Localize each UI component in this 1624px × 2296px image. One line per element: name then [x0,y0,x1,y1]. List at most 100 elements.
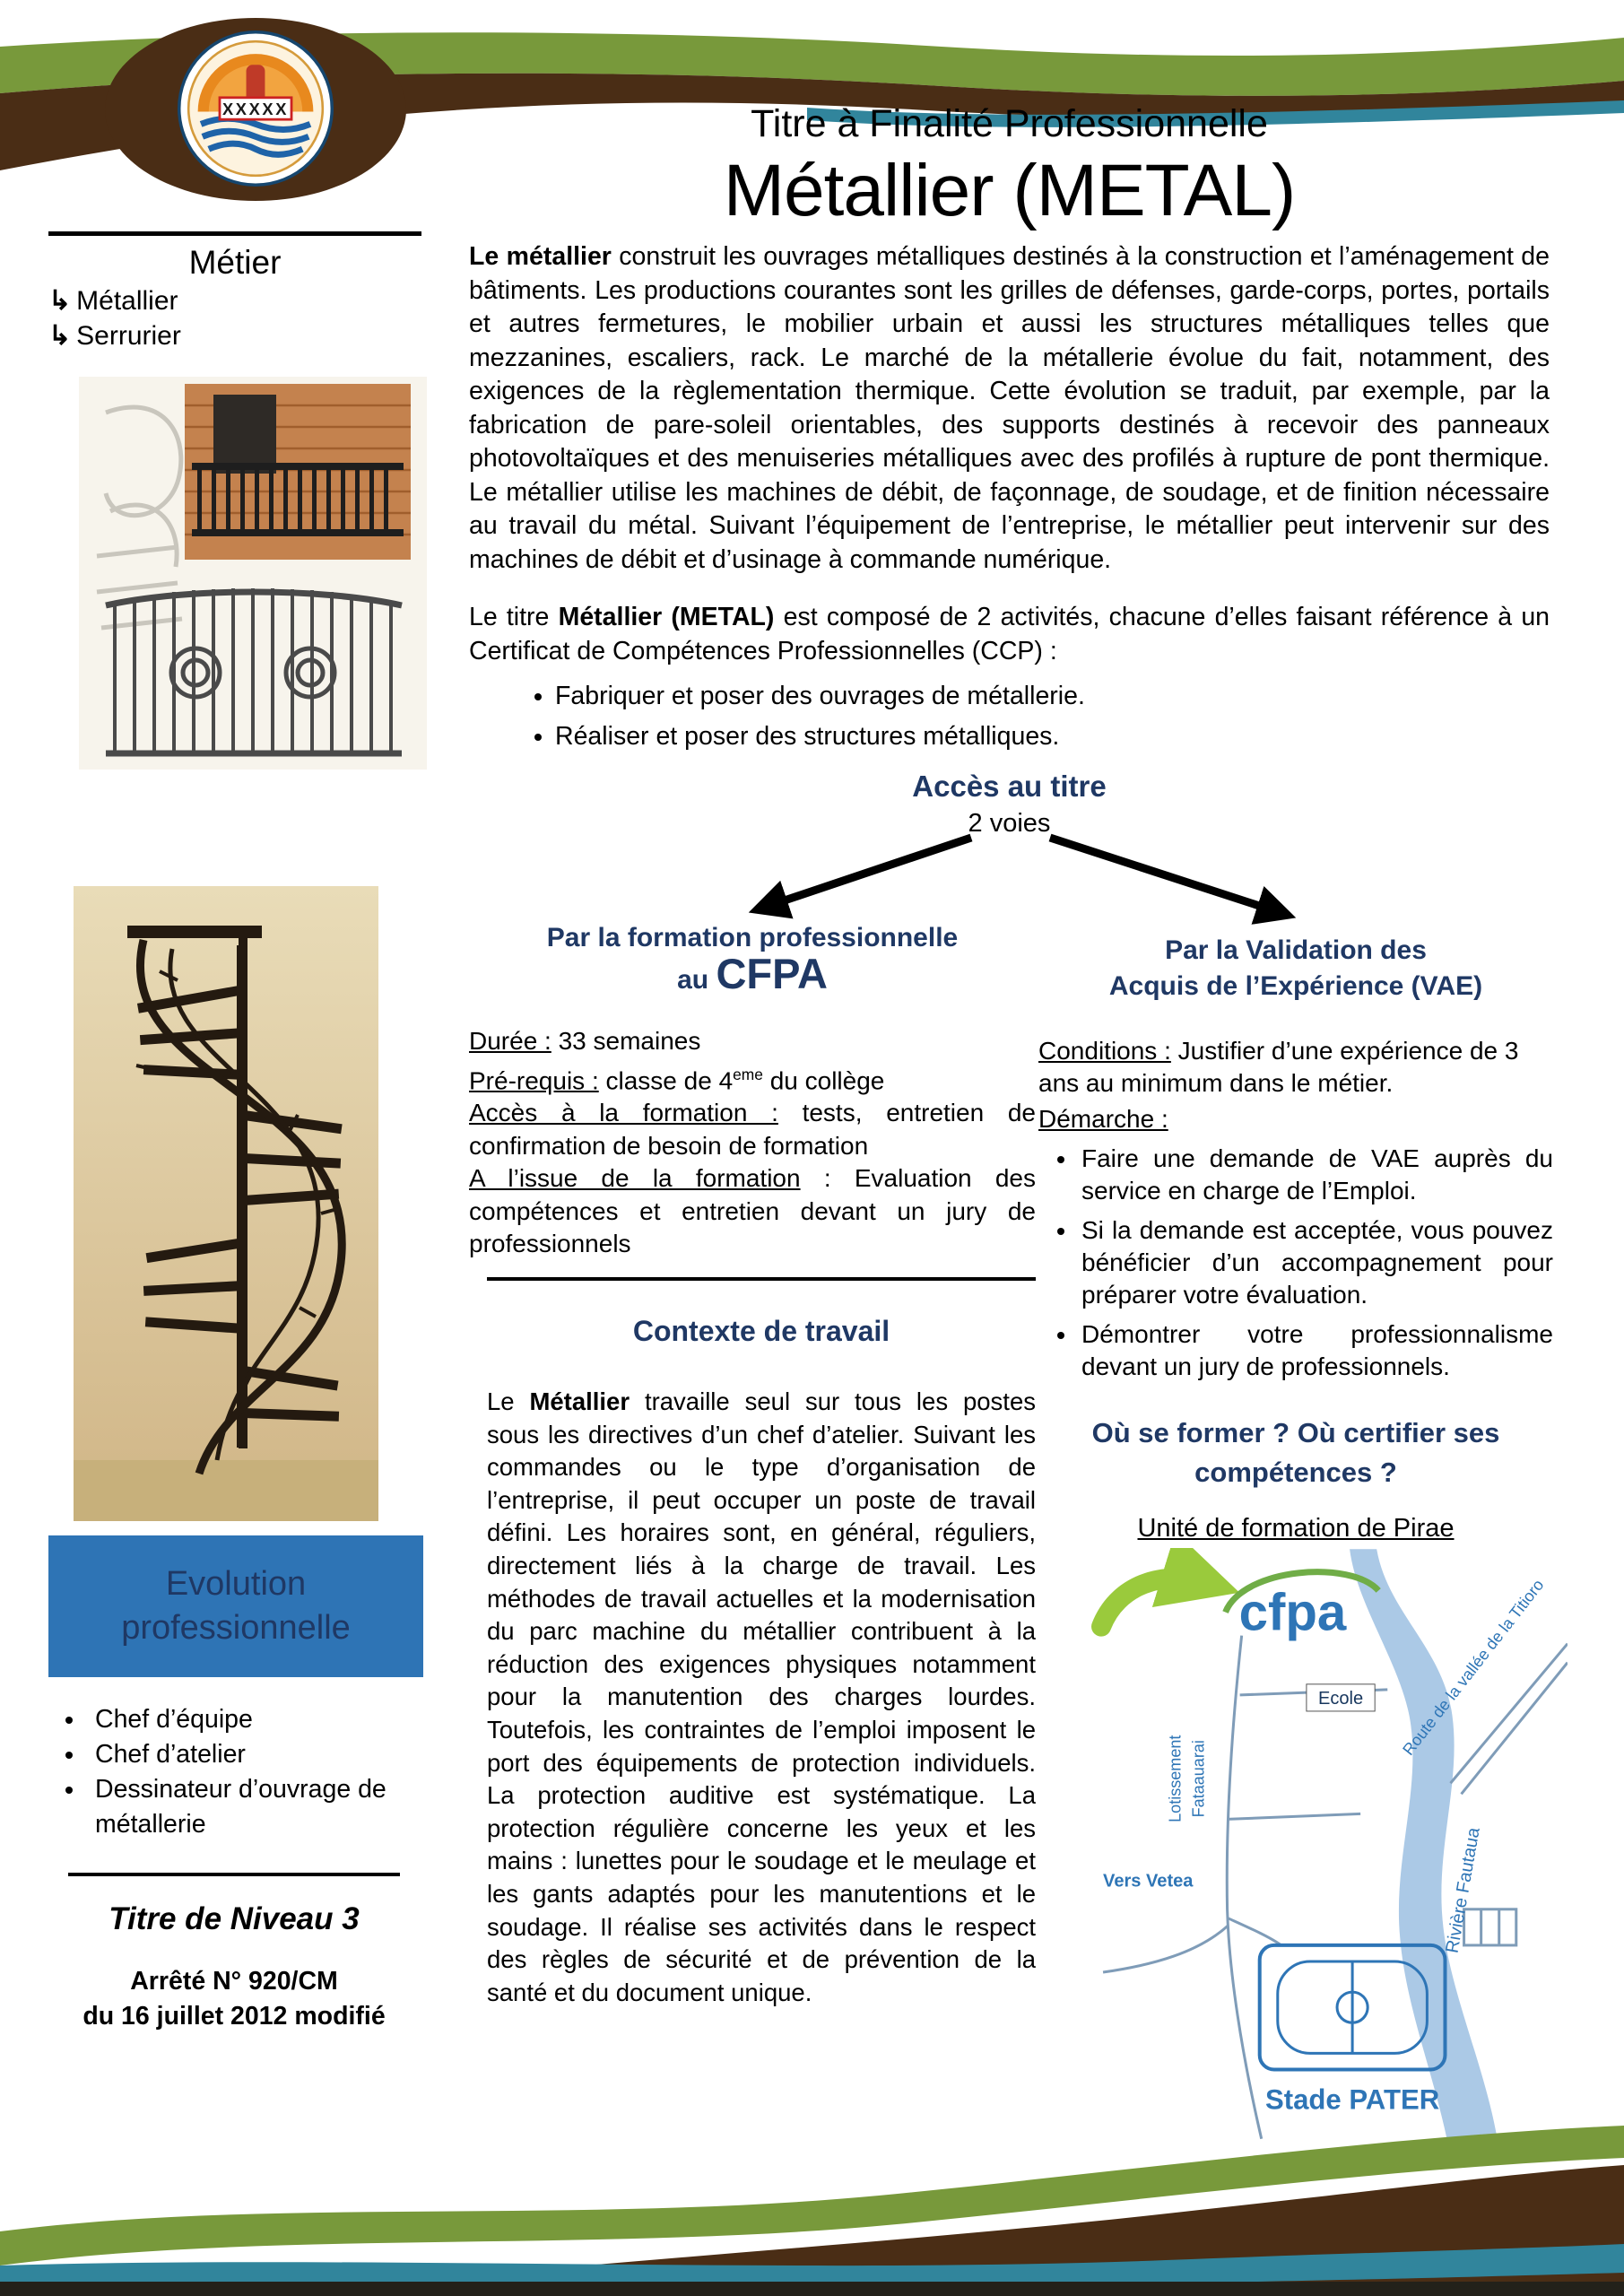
ccp-title-bold: Métallier (METAL) [558,603,775,631]
metier-item-label: Métallier [76,286,178,316]
window [213,395,276,474]
map-roads [1102,1635,1568,2140]
vae-title: Par la Validation des Acquis de l’Expéri… [1038,933,1553,1004]
contexte-bold: Métallier [529,1387,630,1415]
cfpa-title-line1: Par la formation professionnelle [546,923,959,952]
map-label-lotissement-2: Fataauarai [1189,1740,1207,1817]
wave-teal [0,2244,1624,2288]
access-arrows [748,833,1297,925]
training-unit-label: Unité de formation de Pirae [1137,1514,1455,1543]
hook-arrow-icon: ↳ [48,286,72,316]
cfpa-logo-text: cfpa [1239,1584,1347,1642]
location-map: cfpa Ecole Route de la vallée de la Titi… [1090,1548,1568,2140]
sidebar-divider [48,231,421,236]
conditions-label: Conditions : [1038,1037,1171,1065]
balcony-railing [192,463,404,536]
where-to-train-heading: Où se former ? Où certifier ses compéten… [1091,1417,1500,1488]
metier-section: Métier ↳ Métallier ↳ Serrurier [48,244,421,352]
access-section: Accès au titre 2 voies [469,770,1550,839]
intro-section: Le métallier construit les ouvrages méta… [469,240,1550,754]
list-item: Réaliser et poser des structures métalli… [555,719,1550,754]
wave-teal [807,100,1624,127]
list-item: Chef d’équipe [86,1702,423,1737]
intro-paragraph: Le métallier construit les ouvrages méta… [469,240,1550,577]
staircase-balusters [135,970,338,1389]
map-label-lotissement-1: Lotissement [1166,1735,1184,1822]
map-label-vers: Vers Vetea [1103,1872,1194,1892]
vae-title-line1: Par la Validation des [1165,935,1427,965]
list-item: Démontrer votre professionnalisme devant… [1078,1318,1553,1383]
floor [74,1460,378,1521]
prerequis-value2: du collège [762,1065,885,1094]
direction-arrow [1091,1548,1240,1637]
intro-lead: Le métallier [469,242,612,271]
ccp-rest: est composé de 2 activités, chacune d’el… [469,603,1550,665]
niveau-section: Titre de Niveau 3 Arrêté N° 920/CM du 16… [68,1873,400,2034]
evolution-list: Chef d’équipe Chef d’atelier Dessinateur… [56,1702,423,1842]
access-heading: Accès au titre [912,770,1107,803]
wave-green [0,2126,1624,2266]
prerequis-line: Pré-requis : classe de 4eme du collège [469,1058,1036,1098]
logo-wave-1 [199,115,312,133]
intro-text: construit les ouvrages métalliques desti… [469,242,1550,574]
arrete-reference: Arrêté N° 920/CM du 16 juillet 2012 modi… [68,1964,400,2034]
prerequis-label: Pré-requis : [469,1065,599,1094]
logo-tiki [246,65,265,103]
list-item: Si la demande est acceptée, vous pouvez … [1078,1214,1553,1311]
cfpa-acronym: CFPA [716,950,828,997]
staircase-pole [239,933,248,1448]
demarche-list: Faire une demande de VAE auprès du servi… [1038,1143,1553,1383]
acces-label: Accès à la formation : [469,1099,778,1127]
vae-branch: Par la Validation des Acquis de l’Expéri… [1038,933,1553,1383]
cfpa-branch: Par la formation professionnelle au CFPA… [469,920,1036,1261]
river-shape [1350,1549,1498,2139]
access-subheading: 2 voies [968,809,1051,838]
cfpa-logo-swoosh [1222,1569,1381,1614]
acces-value: tests, entretien de confirmation de beso… [469,1099,1036,1160]
section-divider [487,1277,1036,1281]
cfpa-details: Durée : 33 semaines Pré-requis : classe … [469,1025,1036,1261]
ccp-paragraph: Le titre Métallier (METAL) est composé d… [469,601,1550,668]
arrete-line: Arrêté N° 920/CM [130,1967,338,1996]
logo-banner [218,96,293,121]
contexte-heading: Contexte de travail [632,1315,890,1347]
ccp-prefix: Le titre [469,603,559,631]
cfpa-title-au: au [677,965,716,995]
map-label-ecole: Ecole [1318,1689,1363,1709]
hook-arrow-icon: ↳ [48,321,72,351]
map-background [1090,1549,1568,2139]
list-item: Faire une demande de VAE auprès du servi… [1078,1143,1553,1207]
duree-label: Durée : [469,1027,551,1055]
metier-heading: Métier [188,244,282,281]
vae-details: Conditions : Justifier d’une expérience … [1038,1035,1553,1383]
evolution-box: Evolution professionnelle [48,1535,423,1677]
niveau-title: Titre de Niveau 3 [109,1901,360,1936]
contexte-text: travaille seul sur tous les postes sous … [487,1387,1036,2006]
arrete-line: du 16 juillet 2012 modifié [83,2002,386,2031]
metier-item: ↳ Serrurier [48,320,421,352]
footer-wave-decoration [0,2126,1624,2296]
logo-banner-text: XXXXX [222,100,289,118]
map-label-stade: Stade PATER [1265,2084,1439,2116]
contexte-section: Contexte de travail Le Métallier travail… [487,1315,1036,2009]
metier-item-label: Serrurier [76,321,181,351]
prerequis-superscript: eme [733,1065,763,1083]
issue-line: A l’issue de la formation : Evaluation d… [469,1162,1036,1261]
demarche-label: Démarche : [1038,1105,1168,1133]
arrow-to-vae [1048,833,1297,925]
railings-photo [79,377,427,770]
issue-value: : Evaluation des compétences et entretie… [469,1164,1036,1258]
polynesia-logo: XXXXX [178,30,334,187]
cfpa-title: Par la formation professionnelle au CFPA [469,920,1036,998]
evolution-heading: Evolution professionnelle [121,1564,351,1647]
conditions-value: Justifier d’une expérience de 3 ans au m… [1038,1037,1519,1097]
acces-line: Accès à la formation : tests, entretien … [469,1097,1036,1162]
issue-label: A l’issue de la formation [469,1164,801,1193]
contexte-paragraph: Le Métallier travaille seul sur tous les… [487,1386,1036,2009]
staircase-railing-outer [136,938,346,1475]
ecole-box [1306,1683,1376,1712]
bottom-strip [0,2282,1624,2296]
demarche-line: Démarche : [1038,1103,1553,1135]
list-item: Fabriquer et poser des ouvrages de métal… [555,679,1550,714]
